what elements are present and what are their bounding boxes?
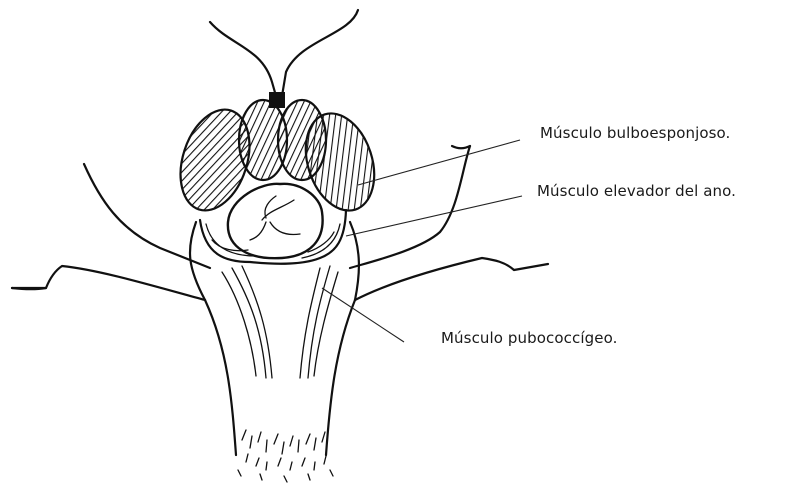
pubococcygeus-muscle [222,266,338,378]
hair-texture [238,430,333,482]
label-bulbospongiosus: Músculo bulboesponjoso. [540,124,730,142]
label-levator-ani: Músculo elevador del ano. [537,182,736,200]
cord-lines [210,10,358,108]
central-opening [228,184,323,258]
label-pubococcygeus: Músculo pubococcígeo. [441,329,617,347]
